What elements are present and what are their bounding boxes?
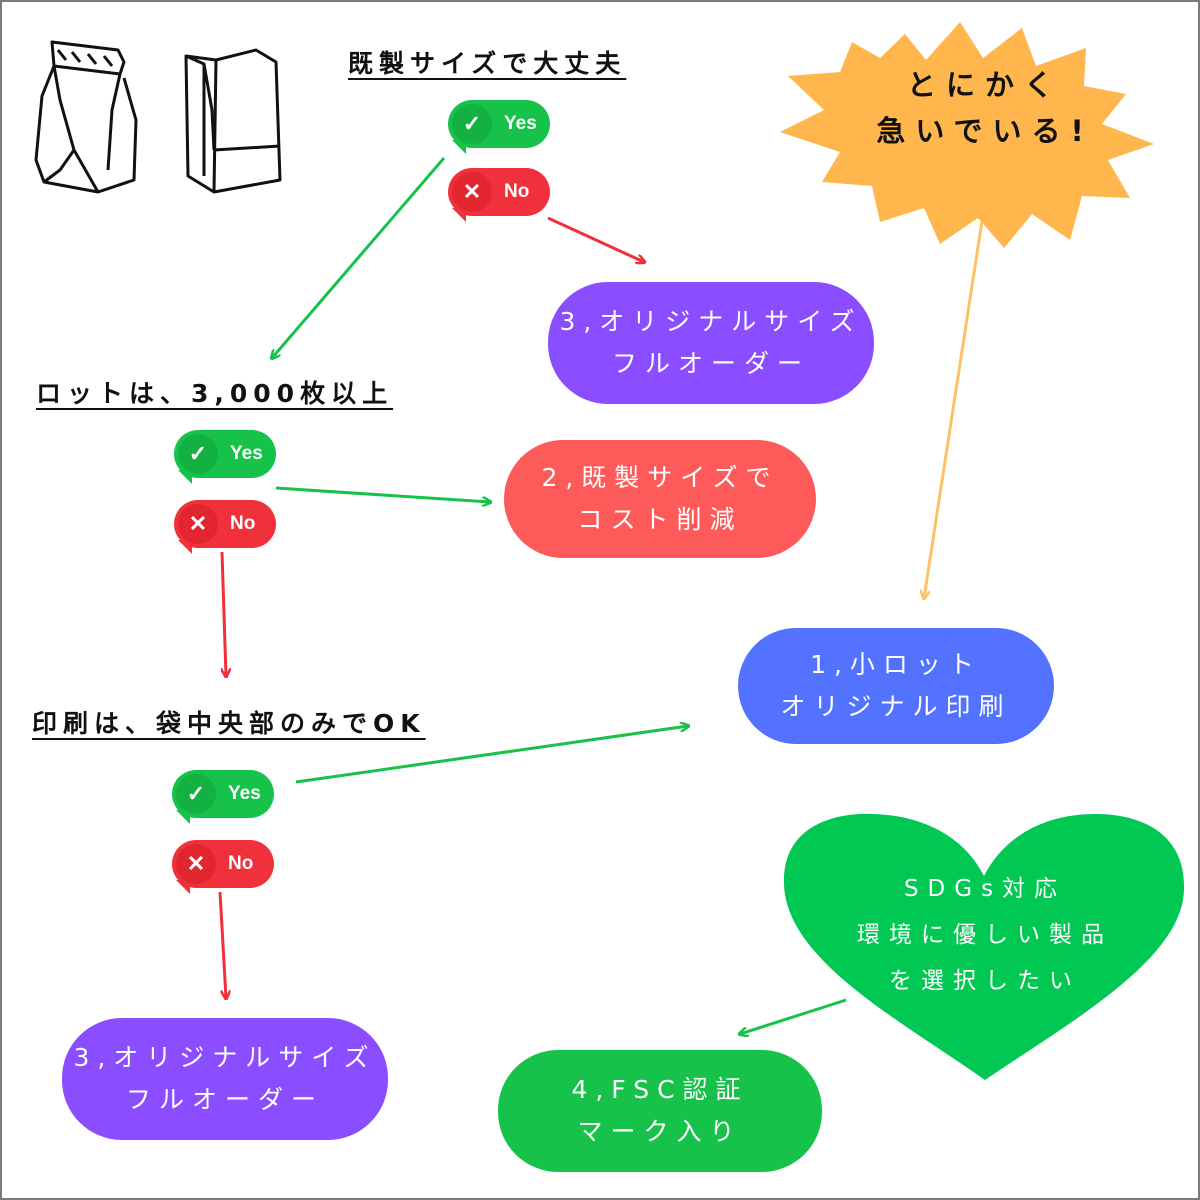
burst-shape xyxy=(780,22,1154,248)
result-original-size-bottom: 3,オリジナルサイズ フルオーダー xyxy=(62,1018,388,1140)
burst-text: とにかく 急いでいる! xyxy=(876,68,1094,148)
result-original-size-top: 3,オリジナルサイズ フルオーダー xyxy=(548,282,874,404)
result-standard-size-cost: 2,既製サイズで コスト削減 xyxy=(504,440,816,558)
result-fsc-certified: 4,FSC認証 マーク入り xyxy=(498,1050,822,1172)
result-small-lot-print: 1,小ロット オリジナル印刷 xyxy=(738,628,1054,744)
open-paper-bag-icon xyxy=(184,48,282,194)
cross-icon: ✕ xyxy=(178,504,218,544)
arrow-q2-yes xyxy=(275,486,490,502)
no-badge-q2: ✕ No xyxy=(174,500,276,554)
question-print-area: 印刷は、袋中央部のみでOK xyxy=(32,709,426,738)
heart-text: SDGs対応 環境に優しい製品 を選択したい xyxy=(857,876,1113,994)
folded-paper-bag-icon xyxy=(34,40,138,194)
cross-icon: ✕ xyxy=(176,844,216,884)
arrow-q3-yes xyxy=(295,726,688,784)
arrow-q3-no xyxy=(218,891,226,998)
checkmark-icon: ✓ xyxy=(176,774,216,814)
question-standard-size: 既製サイズで大丈夫 xyxy=(348,49,627,78)
question-lot-size: ロットは、3,000枚以上 xyxy=(36,379,394,408)
checkmark-icon: ✓ xyxy=(178,434,218,474)
yes-badge-q3: ✓ Yes xyxy=(172,770,274,824)
yes-badge-q2: ✓ Yes xyxy=(174,430,276,484)
no-badge-q1: ✕ No xyxy=(448,168,550,222)
arrow-heart-fsc xyxy=(740,998,847,1034)
checkmark-icon: ✓ xyxy=(452,104,492,144)
cross-icon: ✕ xyxy=(452,172,492,212)
arrow-q1-yes xyxy=(272,157,446,358)
arrow-burst-small xyxy=(924,181,990,598)
heart-shape xyxy=(783,813,1185,1080)
arrow-q1-no xyxy=(547,216,644,262)
arrow-q2-no xyxy=(220,551,226,676)
no-badge-q3: ✕ No xyxy=(172,840,274,894)
yes-badge-q1: ✓ Yes xyxy=(448,100,550,154)
